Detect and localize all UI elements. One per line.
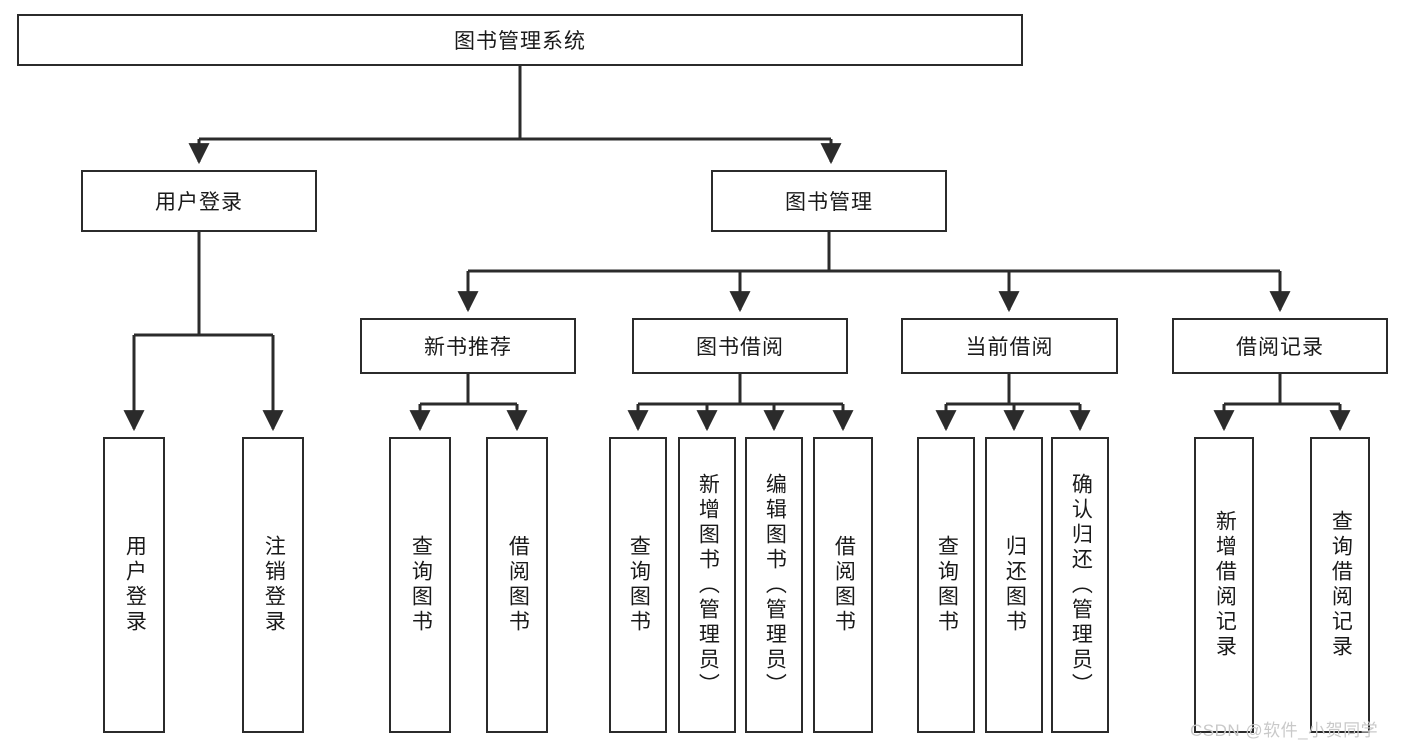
node-book-manage[interactable]: 图书管理 <box>711 170 947 232</box>
node-leaf-query-book-1-label: 查询图书 <box>409 535 433 635</box>
node-leaf-logout[interactable]: 注销登录 <box>242 437 304 733</box>
node-root-label: 图书管理系统 <box>454 30 586 53</box>
node-current-borrow-label: 当前借阅 <box>965 336 1054 359</box>
node-borrow-record-label: 借阅记录 <box>1236 336 1324 359</box>
node-leaf-edit-book-label: 编辑图书（管理员） <box>763 472 787 698</box>
node-leaf-add-book[interactable]: 新增图书（管理员） <box>678 437 736 733</box>
node-leaf-confirm-return[interactable]: 确认归还（管理员） <box>1051 437 1109 733</box>
node-new-book-recommend-label: 新书推荐 <box>424 336 512 359</box>
node-leaf-query-book-1[interactable]: 查询图书 <box>389 437 451 733</box>
node-leaf-confirm-return-label: 确认归还（管理员） <box>1069 472 1093 698</box>
node-book-borrow[interactable]: 图书借阅 <box>632 318 848 374</box>
node-leaf-add-book-label: 新增图书（管理员） <box>696 472 720 698</box>
node-leaf-return-book-label: 归还图书 <box>1003 535 1027 635</box>
node-leaf-return-book[interactable]: 归还图书 <box>985 437 1043 733</box>
node-book-manage-label: 图书管理 <box>785 191 873 214</box>
node-root[interactable]: 图书管理系统 <box>17 14 1023 66</box>
node-leaf-borrow-book-2-label: 借阅图书 <box>832 535 856 635</box>
node-leaf-borrow-book-2[interactable]: 借阅图书 <box>813 437 873 733</box>
node-new-book-recommend[interactable]: 新书推荐 <box>360 318 576 374</box>
node-user-login[interactable]: 用户登录 <box>81 170 317 232</box>
node-borrow-record[interactable]: 借阅记录 <box>1172 318 1388 374</box>
node-leaf-borrow-book-1-label: 借阅图书 <box>506 535 530 635</box>
node-leaf-query-book-3-label: 查询图书 <box>935 535 959 635</box>
node-user-login-label: 用户登录 <box>155 191 243 214</box>
node-leaf-query-record[interactable]: 查询借阅记录 <box>1310 437 1370 733</box>
node-leaf-add-record-label: 新增借阅记录 <box>1213 510 1237 660</box>
node-leaf-borrow-book-1[interactable]: 借阅图书 <box>486 437 548 733</box>
node-leaf-query-record-label: 查询借阅记录 <box>1329 510 1353 660</box>
node-leaf-query-book-2-label: 查询图书 <box>627 535 651 635</box>
node-leaf-query-book-3[interactable]: 查询图书 <box>917 437 975 733</box>
node-book-borrow-label: 图书借阅 <box>696 336 784 359</box>
node-leaf-query-book-2[interactable]: 查询图书 <box>609 437 667 733</box>
csdn-watermark: CSDN @软件_小贺同学 <box>1190 721 1379 740</box>
node-current-borrow[interactable]: 当前借阅 <box>901 318 1118 374</box>
node-leaf-logout-label: 注销登录 <box>262 535 286 635</box>
node-leaf-user-login[interactable]: 用户登录 <box>103 437 165 733</box>
node-leaf-edit-book[interactable]: 编辑图书（管理员） <box>745 437 803 733</box>
node-leaf-add-record[interactable]: 新增借阅记录 <box>1194 437 1254 733</box>
node-leaf-user-login-label: 用户登录 <box>123 535 147 635</box>
